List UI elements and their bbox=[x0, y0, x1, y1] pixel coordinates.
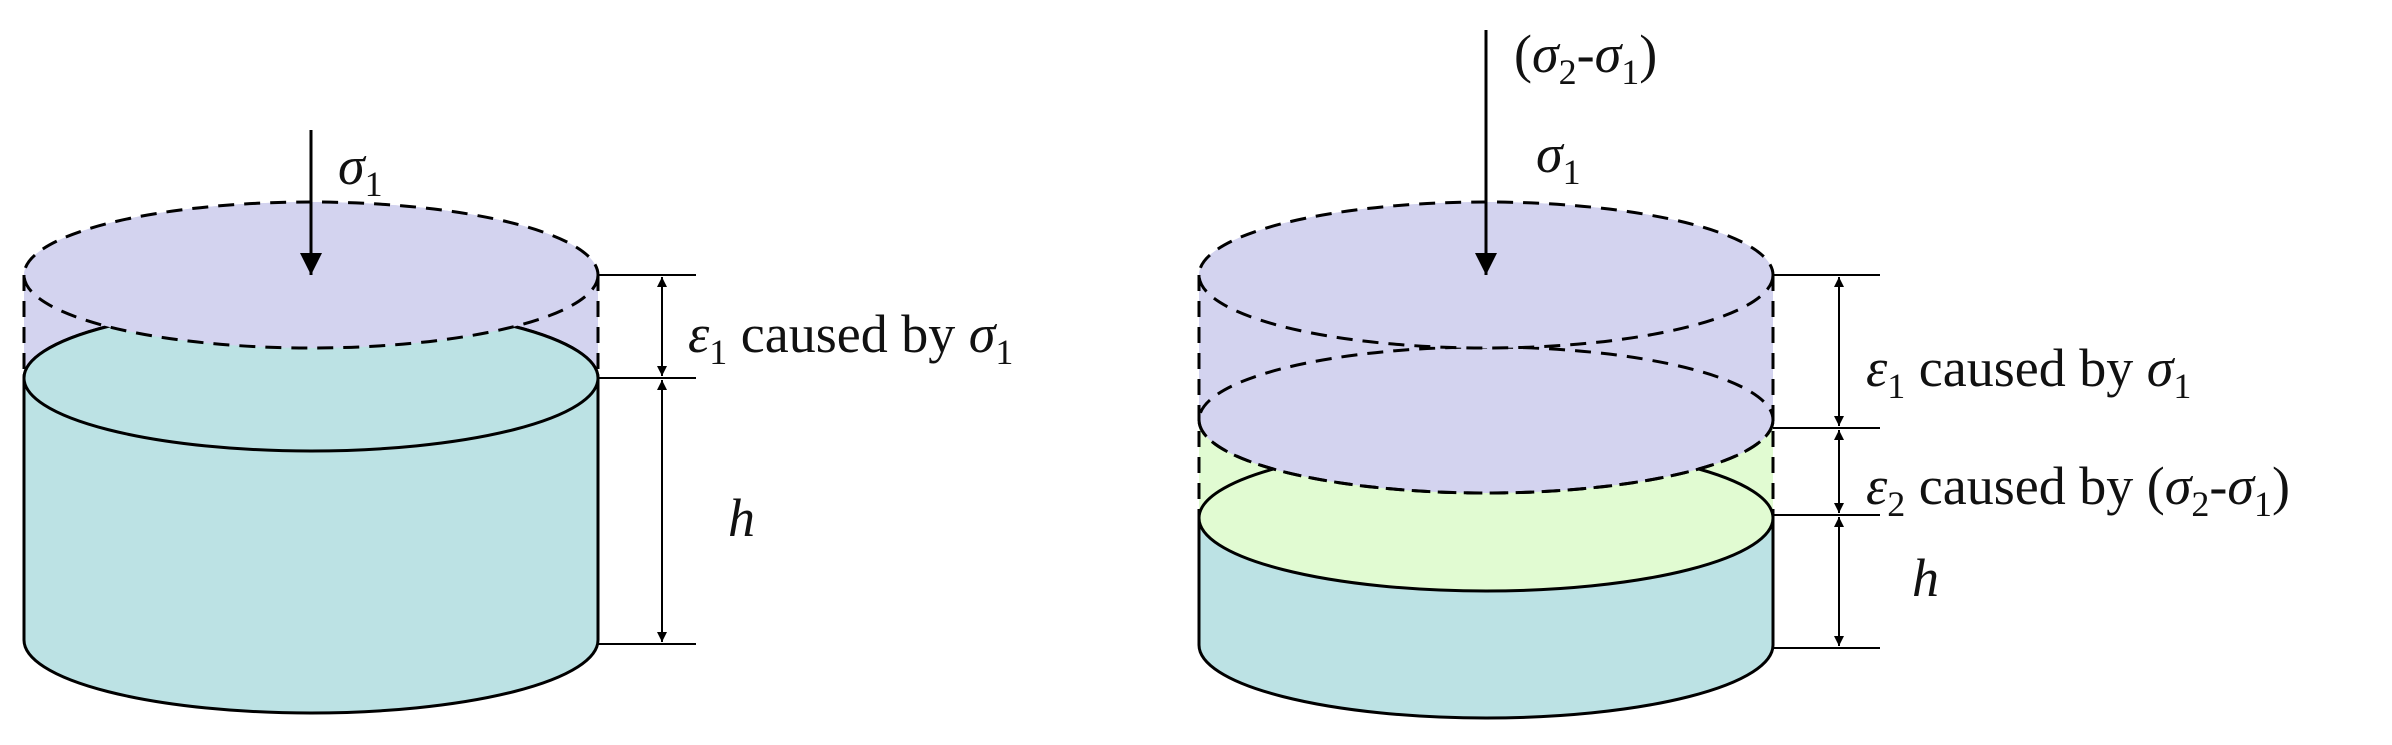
left-cylinder bbox=[22, 130, 600, 715]
right-eps1-label: ε1 caused by σ1 bbox=[1866, 338, 2191, 406]
right-cylinder bbox=[1197, 30, 1775, 720]
left-h-label: h bbox=[728, 488, 755, 548]
left-dimensions bbox=[598, 274, 696, 645]
left-stress-label: σ1 bbox=[338, 136, 383, 204]
right-dimensions bbox=[1773, 274, 1880, 649]
right-top-stress-label: (σ2-σ1) bbox=[1514, 24, 1657, 92]
left-eps1-label: ε1 caused by σ1 bbox=[688, 304, 1013, 372]
right-eps2-label: ε2 caused by (σ2-σ1) bbox=[1866, 456, 2290, 524]
right-stress-label: σ1 bbox=[1536, 124, 1581, 192]
right-h-label: h bbox=[1912, 548, 1939, 608]
